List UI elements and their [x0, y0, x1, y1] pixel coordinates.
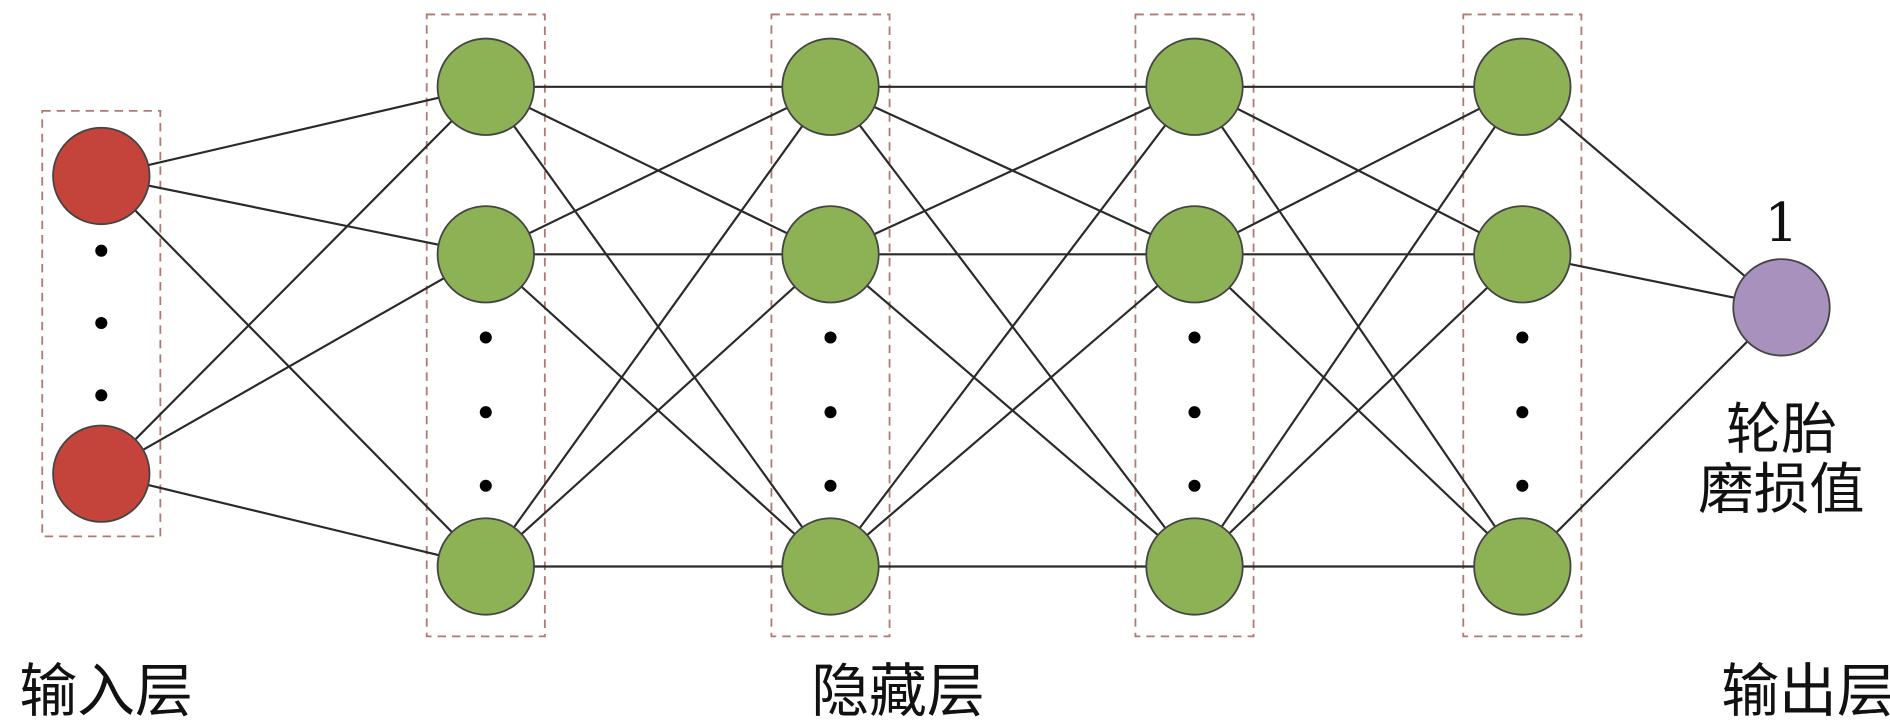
connection-edge — [485, 253, 832, 568]
input-layer-label: 输入层 — [19, 657, 193, 725]
output-layer-label: 输出层 — [1721, 657, 1890, 725]
ellipsis-dot — [95, 316, 108, 330]
hidden-node — [436, 37, 535, 136]
connection-edge — [1193, 86, 1524, 568]
input-node — [52, 424, 151, 523]
ellipsis-dot — [1188, 331, 1201, 344]
hidden-node — [1145, 37, 1244, 136]
connection-edge — [100, 253, 487, 475]
ellipsis-dot — [824, 406, 837, 419]
hidden-node — [436, 517, 535, 616]
ellipsis-dot — [824, 479, 837, 492]
hidden-node — [781, 37, 880, 136]
hidden-node — [436, 205, 535, 304]
hidden-layer-box — [1134, 13, 1255, 638]
ellipsis-dot — [1516, 479, 1529, 492]
connection-edge — [829, 253, 1196, 568]
ellipsis-dot — [1516, 406, 1529, 419]
connection-edge — [1521, 85, 1783, 309]
hidden-node — [781, 205, 880, 304]
hidden-node — [1145, 205, 1244, 304]
connection-edge — [100, 175, 487, 568]
output-node — [1732, 258, 1831, 357]
ellipsis-dot — [479, 331, 492, 344]
hidden-layer-box — [1462, 13, 1583, 638]
input-node — [52, 126, 151, 226]
hidden-layer-box — [770, 13, 891, 638]
ellipsis-dot — [95, 389, 108, 402]
connection-edge — [1521, 306, 1783, 568]
connection-edge — [1193, 253, 1524, 568]
ellipsis-dot — [95, 244, 108, 257]
connection-edge — [1194, 85, 1523, 256]
connection-edge — [830, 85, 1195, 256]
ellipsis-dot — [479, 406, 492, 419]
hidden-node — [1473, 37, 1572, 136]
hidden-layer-label: 隐藏层 — [811, 657, 985, 725]
output-name-line1: 轮胎 — [1726, 398, 1837, 462]
ellipsis-dot — [1516, 331, 1529, 344]
connection-edge — [100, 86, 487, 475]
hidden-node — [1473, 517, 1572, 616]
ellipsis-dot — [479, 479, 492, 492]
connection-edge — [101, 85, 487, 178]
connection-edge — [484, 86, 832, 568]
hidden-node — [1473, 205, 1572, 304]
hidden-node — [1145, 517, 1244, 616]
connection-edge — [101, 472, 487, 568]
output-count-label: 1 — [1765, 192, 1799, 254]
output-name-line2: 磨损值 — [1698, 459, 1864, 523]
connection-edge — [101, 174, 486, 256]
hidden-node — [781, 517, 880, 616]
ellipsis-dot — [824, 331, 837, 344]
ellipsis-dot — [1188, 406, 1201, 419]
hidden-layer-box — [425, 13, 546, 638]
input-layer-box — [41, 109, 162, 538]
connection-edge — [485, 85, 831, 256]
ellipsis-dot — [1188, 479, 1201, 492]
connection-edge — [829, 86, 1196, 568]
